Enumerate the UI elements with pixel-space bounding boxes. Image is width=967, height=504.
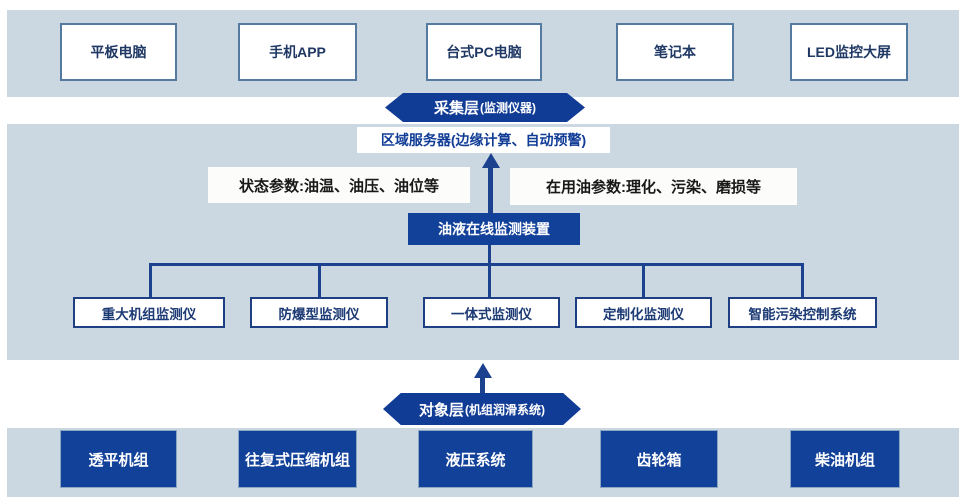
device-box-tablet: 平板电脑 bbox=[60, 23, 177, 81]
unit-label: 柴油机组 bbox=[814, 451, 875, 469]
device-label: 台式PC电脑 bbox=[446, 44, 522, 60]
device-label: 手机APP bbox=[269, 44, 326, 60]
device-label: LED监控大屏 bbox=[807, 44, 891, 60]
up-arrow-icon bbox=[482, 153, 500, 168]
online-monitor-device-box: 油液在线监测装置 bbox=[408, 213, 580, 245]
instrument-label: 智能污染控制系统 bbox=[748, 306, 857, 322]
unit-box-turbine: 透平机组 bbox=[60, 430, 177, 488]
object-layer-pill: 对象层(机组润滑系统) bbox=[383, 393, 581, 425]
collection-layer-title: 采集层 bbox=[433, 100, 479, 117]
device-label: 笔记本 bbox=[654, 44, 696, 60]
object-layer-subtitle: (机组润滑系统) bbox=[465, 402, 545, 417]
device-box-laptop: 笔记本 bbox=[616, 23, 734, 81]
object-layer-title: 对象层 bbox=[418, 401, 464, 419]
unit-label: 液压系统 bbox=[445, 451, 506, 469]
device-box-led-screen: LED监控大屏 bbox=[790, 23, 908, 81]
status-parameters-label: 状态参数:油温、油压、油位等 bbox=[239, 177, 439, 195]
device-label: 平板电脑 bbox=[90, 44, 147, 60]
instrument-label: 定制化监测仪 bbox=[603, 306, 684, 322]
unit-box-hydraulic-system: 液压系统 bbox=[418, 430, 533, 488]
oil-parameters-box: 在用油参数:理化、污染、磨损等 bbox=[510, 168, 797, 205]
connector-drop-2 bbox=[318, 263, 321, 297]
connector-drop-3 bbox=[488, 263, 491, 297]
instrument-box-customized: 定制化监测仪 bbox=[575, 297, 712, 328]
device-box-mobile-app: 手机APP bbox=[238, 23, 357, 81]
unit-label: 透平机组 bbox=[88, 451, 149, 469]
connector-drop-1 bbox=[149, 263, 152, 297]
up-arrow-stem bbox=[488, 166, 493, 213]
unit-label: 齿轮箱 bbox=[636, 451, 682, 469]
unit-label: 往复式压缩机组 bbox=[244, 451, 350, 469]
collection-layer-pill: 采集层(监测仪器) bbox=[385, 93, 585, 122]
collection-layer-subtitle: (监测仪器) bbox=[480, 101, 536, 115]
instrument-label: 重大机组监测仪 bbox=[101, 306, 197, 322]
unit-box-reciprocating-compressor: 往复式压缩机组 bbox=[238, 430, 357, 488]
instrument-box-major-units: 重大机组监测仪 bbox=[73, 297, 225, 328]
instrument-label: 防爆型监测仪 bbox=[278, 306, 360, 322]
instrument-box-integrated: 一体式监测仪 bbox=[423, 297, 560, 328]
unit-box-gearbox: 齿轮箱 bbox=[600, 430, 718, 488]
device-box-desktop-pc: 台式PC电脑 bbox=[426, 23, 542, 81]
connector-drop-4 bbox=[642, 263, 645, 297]
instrument-label: 一体式监测仪 bbox=[451, 306, 532, 322]
oil-parameters-label: 在用油参数:理化、污染、磨损等 bbox=[546, 179, 761, 196]
up-arrow-stem bbox=[480, 376, 485, 393]
online-monitor-device-label: 油液在线监测装置 bbox=[438, 221, 550, 237]
connector-stem bbox=[488, 245, 491, 264]
regional-server-box: 区域服务器(边缘计算、自动预警) bbox=[357, 127, 610, 153]
status-parameters-box: 状态参数:油温、油压、油位等 bbox=[208, 167, 470, 203]
connector-horizontal bbox=[149, 263, 804, 266]
up-arrow-icon bbox=[474, 363, 492, 378]
regional-server-label: 区域服务器(边缘计算、自动预警) bbox=[380, 132, 587, 148]
instrument-box-contamination-control: 智能污染控制系统 bbox=[728, 297, 877, 328]
unit-box-diesel-engine: 柴油机组 bbox=[790, 430, 900, 488]
instrument-box-explosion-proof: 防爆型监测仪 bbox=[250, 297, 388, 328]
connector-drop-5 bbox=[801, 263, 804, 297]
